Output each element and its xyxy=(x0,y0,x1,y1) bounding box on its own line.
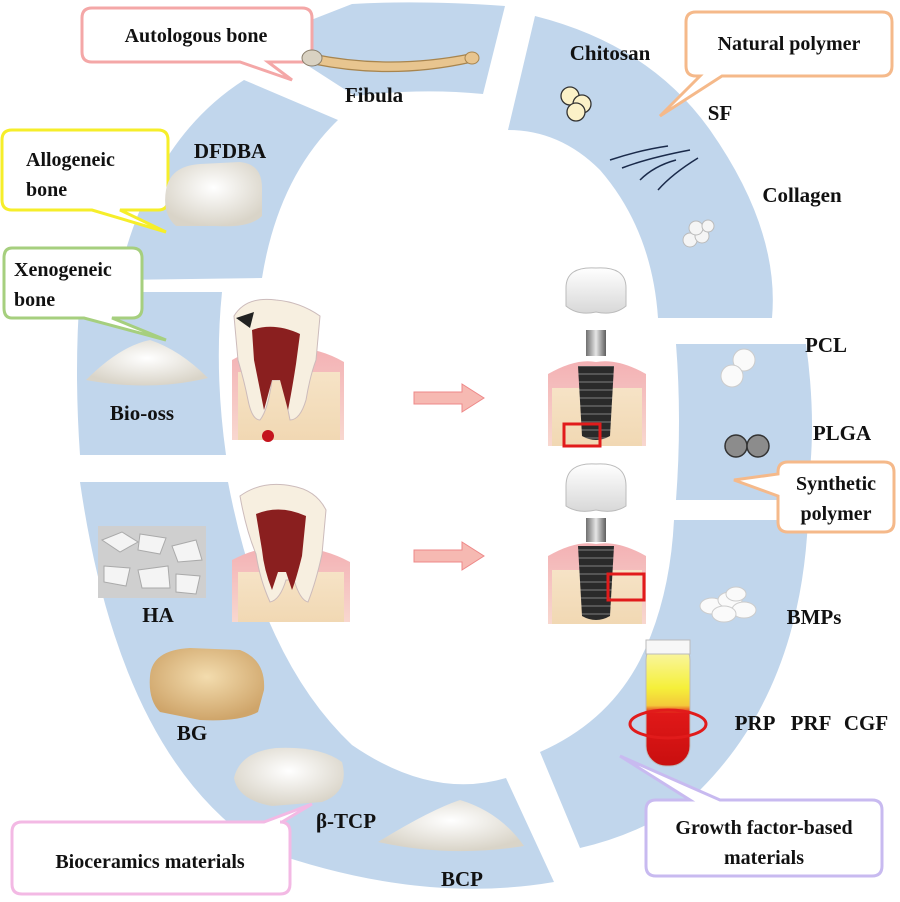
bg-granules-icon xyxy=(149,648,265,721)
callout-autologous: Autologous bone xyxy=(80,6,314,82)
callout-natural-polymer-label: Natural polymer xyxy=(718,33,861,55)
arrow-right-icon xyxy=(413,383,485,413)
bio-oss-pile-icon xyxy=(86,340,208,386)
material-collagen-label: Collagen xyxy=(762,183,842,207)
material-fibula-label: Fibula xyxy=(345,83,404,107)
bcp-pile-icon xyxy=(378,800,524,852)
callout-bioceramics: Bioceramics materials xyxy=(10,802,313,896)
material-plga-label: PLGA xyxy=(813,421,872,445)
callout-synthetic-label-1: Synthetic xyxy=(796,473,876,495)
b-tcp-granules-icon xyxy=(234,747,344,806)
dental-implant-lower-icon xyxy=(548,463,646,624)
callout-allogeneic-label-2: bone xyxy=(26,179,67,201)
bone-defect-box-upper xyxy=(562,422,602,448)
buffy-coat-highlight xyxy=(628,708,708,740)
material-bio-oss-label: Bio-oss xyxy=(110,401,174,425)
plga-spheres-icon xyxy=(724,434,770,458)
dfdba-granules-icon xyxy=(165,162,262,227)
ring-segment-autologous xyxy=(265,2,505,96)
bone-defect-box-lower xyxy=(606,572,646,602)
ha-granules-icon xyxy=(98,526,206,598)
callout-synthetic-polymer: Synthetic polymer xyxy=(733,460,896,534)
callout-xenogeneic-label-1: Xenogeneic xyxy=(14,259,112,281)
material-prf-label: PRF xyxy=(791,711,832,735)
arrow-right-icon-2 xyxy=(413,541,485,571)
material-dfdba-label: DFDBA xyxy=(194,139,267,163)
callout-bioceramics-label: Bioceramics materials xyxy=(55,851,245,873)
material-sf-label: SF xyxy=(708,101,733,125)
material-bcp-label: BCP xyxy=(441,867,483,891)
callout-xenogeneic-label-2: bone xyxy=(14,289,55,311)
callout-natural-polymer: Natural polymer xyxy=(658,10,894,118)
material-chitosan-label: Chitosan xyxy=(570,41,651,65)
callout-allogeneic-label-1: Allogeneic xyxy=(26,149,115,171)
dental-implant-upper-icon xyxy=(548,267,646,448)
material-ha-label: HA xyxy=(142,603,174,627)
material-bmps-label: BMPs xyxy=(787,605,842,629)
callout-growth-label-2: materials xyxy=(724,847,804,869)
collagen-spheres-icon xyxy=(682,219,715,248)
ring-segment-synthetic-polymer xyxy=(676,344,812,500)
pcl-spheres-icon xyxy=(720,348,756,388)
material-pcl-label: PCL xyxy=(805,333,847,357)
material-bg-label: BG xyxy=(177,721,207,745)
diseased-tooth-lower-icon xyxy=(232,483,350,622)
diseased-tooth-upper-icon xyxy=(232,298,344,442)
material-cgf-label: CGF xyxy=(844,711,888,735)
callout-allogeneic: Allogeneic bone xyxy=(0,128,170,234)
callout-xenogeneic: Xenogeneic bone xyxy=(2,246,167,342)
bmps-spheres-icon xyxy=(699,586,757,623)
material-b-tcp-label: β-TCP xyxy=(316,809,376,833)
callout-growth-factor: Growth factor-based materials xyxy=(619,754,884,878)
ring xyxy=(77,2,812,889)
material-prp-label: PRP xyxy=(735,711,776,735)
test-tube-icon xyxy=(628,639,708,767)
callout-synthetic-label-2: polymer xyxy=(800,503,871,525)
callout-autologous-label: Autologous bone xyxy=(125,25,268,47)
sf-fiber-icon xyxy=(609,145,699,191)
chitosan-spheres-icon xyxy=(560,86,592,122)
callout-growth-label-1: Growth factor-based xyxy=(675,817,852,839)
fibula-bone-icon xyxy=(301,49,480,73)
